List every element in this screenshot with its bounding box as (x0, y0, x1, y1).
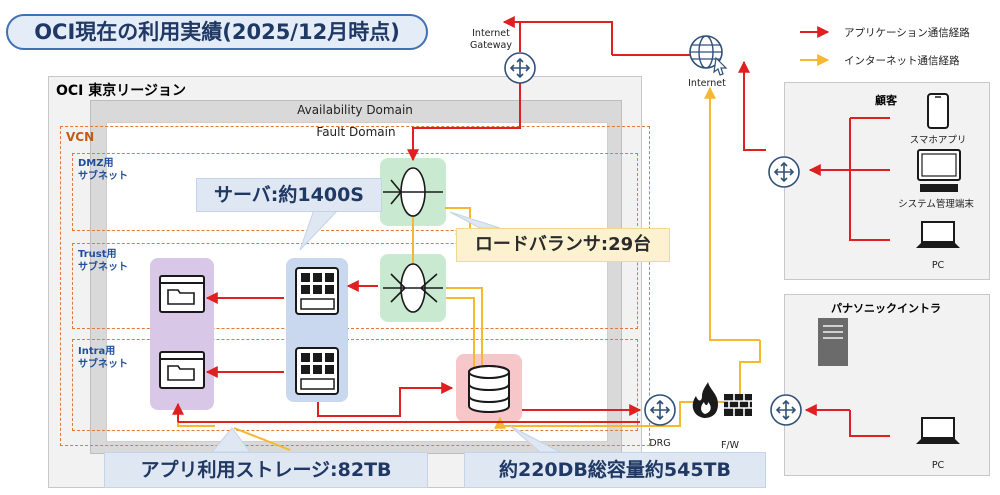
drg-label: DRG (649, 438, 671, 449)
intranet-server-icon (818, 318, 848, 366)
storage-icon-intra (159, 351, 205, 389)
vcn-label: VCN (66, 130, 95, 144)
server-icon-trust (295, 267, 339, 315)
intranet-pc-icon (916, 417, 960, 444)
firewall-icon (692, 382, 752, 418)
dmz-load-balancer-icon (383, 167, 443, 217)
dmz-subnet-box (72, 153, 638, 231)
server-icon-intra (295, 347, 339, 395)
customer-router-icon (768, 156, 800, 188)
servers-callout: サーバ:約1400S (196, 178, 382, 212)
legend-internet-route: インターネット通信経路 (844, 55, 960, 67)
customer-pc-icon (916, 221, 960, 248)
region-title: OCI 東京リージョン (56, 83, 186, 99)
storage-callout: アプリ利用ストレージ:82TB (104, 452, 428, 488)
page-title: OCI現在の利用実績(2025/12月時点) (6, 14, 428, 50)
trust-subnet-box (72, 243, 638, 329)
load-balancers-callout: ロードバランサ:29台 (456, 228, 670, 262)
vcn-box (60, 126, 650, 446)
trust-load-balancer-icon (383, 263, 443, 313)
internet-globe-icon (689, 35, 728, 76)
intranet-router-icon (770, 394, 802, 426)
firewall-label: F/W (720, 440, 740, 451)
legend-lines (800, 26, 830, 66)
dmz-subnet-label: DMZ用 サブネット (78, 158, 128, 182)
storage-icon-trust (159, 275, 205, 313)
terminal-icon (917, 149, 961, 192)
availability-domain-label: Availability Domain (297, 103, 413, 117)
internet-label: Internet (688, 78, 726, 89)
app-route-lines (172, 16, 890, 437)
smartphone-label: スマホアプリ (909, 135, 967, 146)
callout-pointers (210, 203, 561, 453)
smartphone-icon (927, 93, 949, 129)
fault-domain-label: Fault Domain (316, 125, 396, 139)
trust-subnet-label: Trust用 サブネット (78, 249, 128, 273)
intranet-title: パナソニックイントラ (831, 302, 941, 315)
database-icon (468, 365, 510, 413)
legend-app-route: アプリケーション通信経路 (844, 27, 970, 39)
terminal-label: システム管理端末 (898, 199, 974, 210)
drg-router-icon (644, 394, 676, 426)
internet-gateway-label: Internet Gateway (470, 28, 512, 51)
databases-callout: 約220DB総容量約545TB (464, 452, 766, 488)
customer-pc-label: PC (931, 260, 945, 271)
customer-title: 顧客 (875, 94, 897, 107)
intra-subnet-box (72, 339, 638, 431)
intra-subnet-label: Intra用 サブネット (78, 346, 128, 370)
internet-gateway-icon (504, 52, 536, 84)
intranet-pc-label: PC (931, 460, 945, 471)
